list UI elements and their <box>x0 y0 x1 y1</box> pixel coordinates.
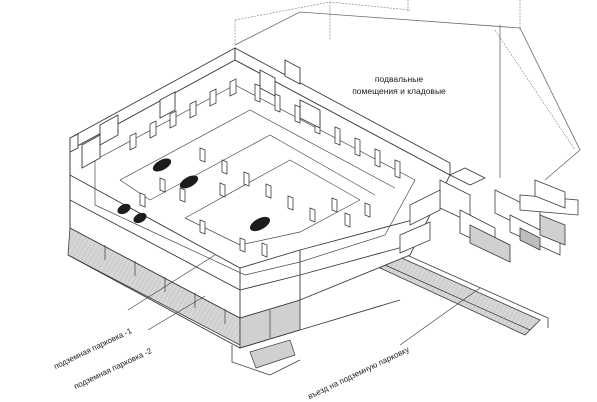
label-basement-rooms: подвальные помещения и кладовые <box>331 73 467 97</box>
car-icon-group <box>117 158 271 232</box>
car-icon <box>152 158 172 172</box>
label-basement-line1: подвальные <box>374 74 424 84</box>
car-icon <box>117 203 131 215</box>
parking-ramp <box>379 251 549 336</box>
stall-partitions <box>129 78 401 258</box>
upper-building-solid <box>234 11 581 181</box>
label-basement-line2: помещения и кладовые <box>352 86 446 96</box>
level-minus-2 <box>67 227 401 376</box>
car-icon <box>249 216 271 232</box>
perimeter-walls <box>69 47 451 176</box>
leader-lines <box>127 254 481 346</box>
upper-building-outline <box>234 0 576 151</box>
technical-rooms <box>399 167 579 263</box>
car-icon <box>133 212 147 224</box>
car-icon <box>179 175 199 189</box>
lower-columns <box>104 245 271 338</box>
